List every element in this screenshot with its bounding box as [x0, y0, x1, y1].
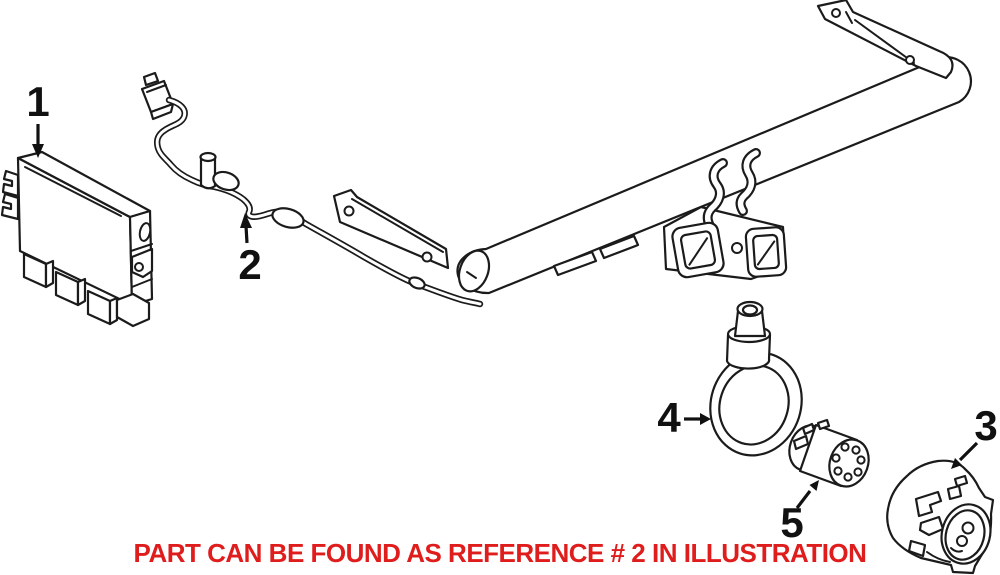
- under-tube-plate: [552, 250, 598, 277]
- ref-number-1: 1: [26, 78, 49, 125]
- module-connector-block-side: [76, 277, 87, 307]
- ref-number-2: 2: [238, 241, 261, 288]
- module-mount-tab: [1, 169, 20, 198]
- hitch-mount-strap-top: [816, 0, 954, 80]
- receiver-clip-prong-inner: [737, 150, 759, 214]
- housing-pin: [956, 535, 968, 547]
- connector-plug-drawing: [788, 418, 870, 488]
- plug-pin-hole: [843, 472, 853, 482]
- harness-clip-loop: [212, 170, 240, 192]
- plug-pin-hole: [853, 467, 863, 477]
- module-side-line: [131, 278, 153, 288]
- ref-number-3: 3: [974, 402, 997, 449]
- plug-pin-hole: [833, 466, 843, 476]
- strap-crease: [351, 198, 444, 253]
- ref-number-5: 5: [780, 499, 803, 546]
- module-connector-block: [86, 289, 112, 326]
- wiring-harness-drawing: [140, 71, 484, 308]
- strap-body: [816, 0, 954, 80]
- plug-pin-hole: [851, 445, 861, 455]
- ref-arrowhead-2: [240, 213, 252, 228]
- housing-socket-rim: [944, 509, 986, 561]
- ref-arrow-5: [795, 490, 812, 509]
- socket-housing-drawing: [886, 459, 995, 575]
- receiver-pin-hole: [731, 242, 743, 254]
- plug-pin-hole: [831, 453, 841, 463]
- housing-step-plate: [914, 490, 943, 518]
- module-oval-hole: [138, 222, 152, 242]
- strap-crease: [854, 19, 915, 64]
- housing-notch: [946, 484, 963, 501]
- harness-wire: [153, 96, 484, 308]
- hitch-ball-cover-drawing: [709, 300, 803, 457]
- housing-step-plate: [918, 515, 945, 537]
- cover-collar-body: [725, 333, 772, 370]
- plug-key-tab: [801, 422, 816, 436]
- ref-arrowhead-4: [700, 413, 711, 425]
- module-edge-line: [24, 166, 122, 217]
- harness-connector-tab: [142, 71, 160, 87]
- plug-pin-hole: [856, 455, 866, 465]
- cover-loop-inner: [718, 364, 790, 446]
- ref-label-3: 3: [951, 402, 998, 469]
- plug-key-tab: [816, 418, 831, 431]
- ref-arrowhead-3: [951, 458, 962, 469]
- harness-connector-base: [149, 102, 175, 121]
- diagram-caption: PART CAN BE FOUND AS REFERENCE # 2 IN IL…: [134, 538, 867, 568]
- module-mount-tab: [0, 192, 20, 221]
- receiver-hitch-drawing: [662, 148, 788, 281]
- ref-label-1: 1: [26, 78, 50, 158]
- housing-notch: [953, 474, 969, 488]
- harness-wire-inner: [155, 98, 482, 306]
- ref-label-2: 2: [238, 213, 262, 288]
- receiver-opening-right: [744, 226, 788, 278]
- receiver-slash: [756, 240, 776, 266]
- ref-arrow-3: [958, 441, 979, 462]
- plug-key-tab: [792, 434, 810, 451]
- housing-face-arc: [950, 547, 963, 553]
- housing-pin: [961, 521, 975, 535]
- harness-post-top: [199, 151, 217, 163]
- strap-bolt-hole: [421, 251, 433, 263]
- harness-end-curl: [408, 276, 426, 290]
- module-connector-block-side: [108, 296, 119, 326]
- ref-arrow-2: [244, 225, 249, 244]
- harness-connector-line: [146, 84, 167, 93]
- module-side-line: [130, 243, 153, 252]
- under-tube-plate: [598, 234, 640, 260]
- crossbar-end-tick: [466, 271, 477, 279]
- strap-bolt-hole: [343, 205, 355, 217]
- housing-bottom-line: [926, 551, 951, 563]
- module-corner-block: [115, 292, 151, 328]
- housing-foot: [907, 539, 927, 558]
- strap-bolt-hole: [831, 8, 841, 18]
- receiver-slash: [688, 237, 709, 266]
- plug-pin-hole: [840, 442, 850, 452]
- hitch-mount-strap-left: [332, 188, 450, 270]
- receiver-opening-left: [671, 221, 725, 279]
- ref-arrowhead-5: [809, 480, 819, 491]
- strap-bolt-hole: [905, 55, 915, 65]
- ref-label-4: 4: [657, 394, 711, 441]
- control-module-drawing: [0, 150, 154, 328]
- module-connector-block-side: [44, 259, 55, 289]
- ref-arrowhead-1: [32, 144, 44, 158]
- ref-label-5: 5: [780, 480, 819, 546]
- strap-body: [332, 188, 450, 270]
- receiver-clip-prong-inner: [704, 160, 726, 229]
- ref-number-4: 4: [657, 394, 681, 441]
- crossbar-end-face: [457, 249, 491, 293]
- harness-post: [199, 156, 217, 190]
- module-plate-hole: [134, 262, 144, 272]
- strap-crease: [845, 11, 853, 24]
- cover-neck-bore: [741, 304, 759, 316]
- harness-clip-loop: [271, 207, 305, 229]
- receiver-opening: [679, 230, 717, 270]
